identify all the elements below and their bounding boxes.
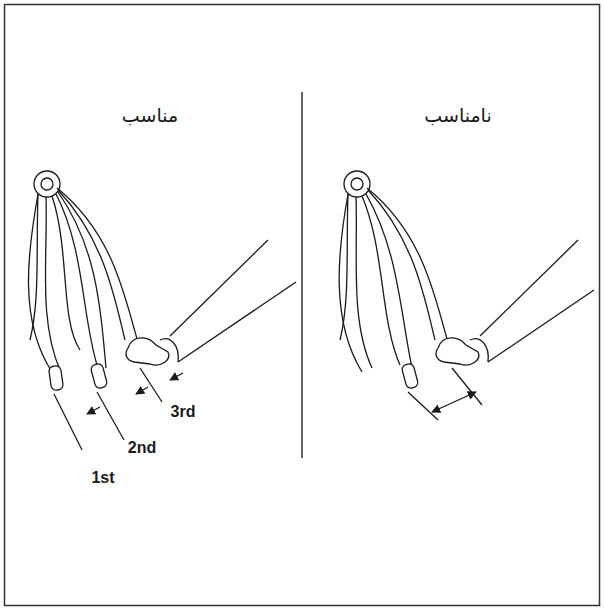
bad-illustration — [339, 171, 594, 420]
step-number: 3rd — [171, 403, 196, 421]
divider — [301, 92, 303, 458]
panel-heading: مناسب — [122, 105, 178, 126]
good-illustration — [28, 171, 296, 450]
step-number: 1st — [91, 469, 114, 487]
frame — [5, 5, 600, 606]
panel-heading: نامناسب — [424, 105, 491, 126]
step-number: 2nd — [128, 439, 156, 457]
